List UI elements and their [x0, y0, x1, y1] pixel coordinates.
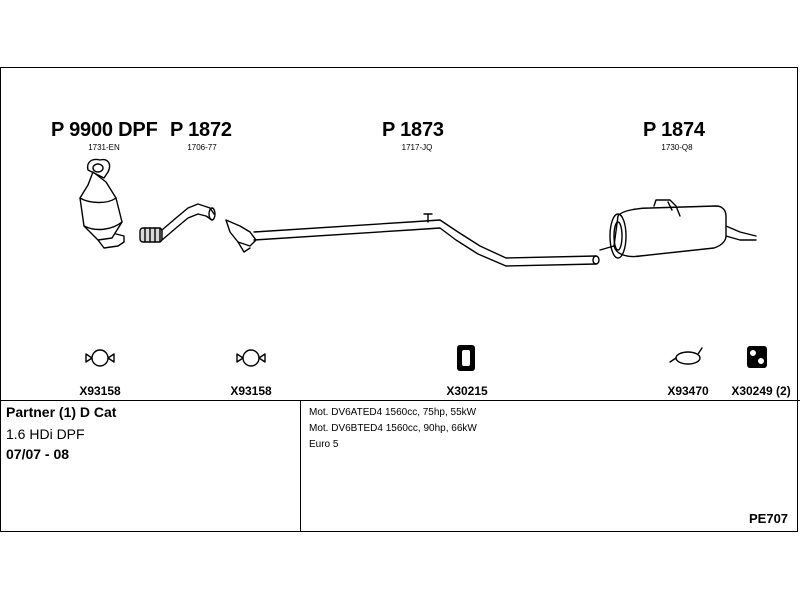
accessory-code-3[interactable]: X30215: [446, 384, 488, 398]
part-ref-rear-silencer: 1730-Q8: [661, 143, 693, 152]
year-range: 07/07 - 08: [6, 446, 70, 462]
diagram-code: PE707: [749, 511, 789, 526]
spec-line-2: Mot. DV6BTED4 1560cc, 90hp, 66kW: [309, 423, 477, 434]
middle-pipe[interactable]: [225, 213, 600, 267]
clamp-icon[interactable]: [236, 349, 266, 367]
info-divider: [0, 400, 800, 401]
band-clamp-icon[interactable]: [669, 347, 703, 365]
spec-line-1: Mot. DV6ATED4 1560cc, 75hp, 55kW: [309, 407, 477, 418]
vehicle-name: Partner (1) D Cat: [6, 404, 117, 420]
part-number-dpf[interactable]: P 9900 DPF: [51, 119, 158, 141]
hanger-block-icon[interactable]: [747, 346, 767, 368]
part-number-middle-pipe[interactable]: P 1873: [382, 119, 444, 141]
clamp-icon[interactable]: [85, 349, 115, 367]
accessory-code-5[interactable]: X30249 (2): [731, 384, 791, 398]
info-column-divider: [300, 400, 301, 531]
engine-name: 1.6 HDi DPF: [6, 426, 85, 442]
accessory-code-1[interactable]: X93158: [79, 384, 121, 398]
accessory-code-4[interactable]: X93470: [667, 384, 709, 398]
spec-line-3: Euro 5: [309, 439, 339, 450]
dpf-unit[interactable]: [79, 158, 125, 249]
rubber-mount-icon[interactable]: [457, 345, 475, 371]
diagram-frame: [0, 67, 798, 532]
part-ref-dpf: 1731-EN: [88, 143, 120, 152]
accessory-code-2[interactable]: X93158: [230, 384, 272, 398]
part-number-front-pipe[interactable]: P 1872: [170, 119, 232, 141]
part-ref-front-pipe: 1706-77: [187, 143, 217, 152]
front-flex-pipe[interactable]: [139, 203, 216, 243]
part-ref-middle-pipe: 1717-JQ: [401, 143, 433, 152]
rear-silencer[interactable]: [599, 199, 757, 259]
part-number-rear-silencer[interactable]: P 1874: [643, 119, 705, 141]
